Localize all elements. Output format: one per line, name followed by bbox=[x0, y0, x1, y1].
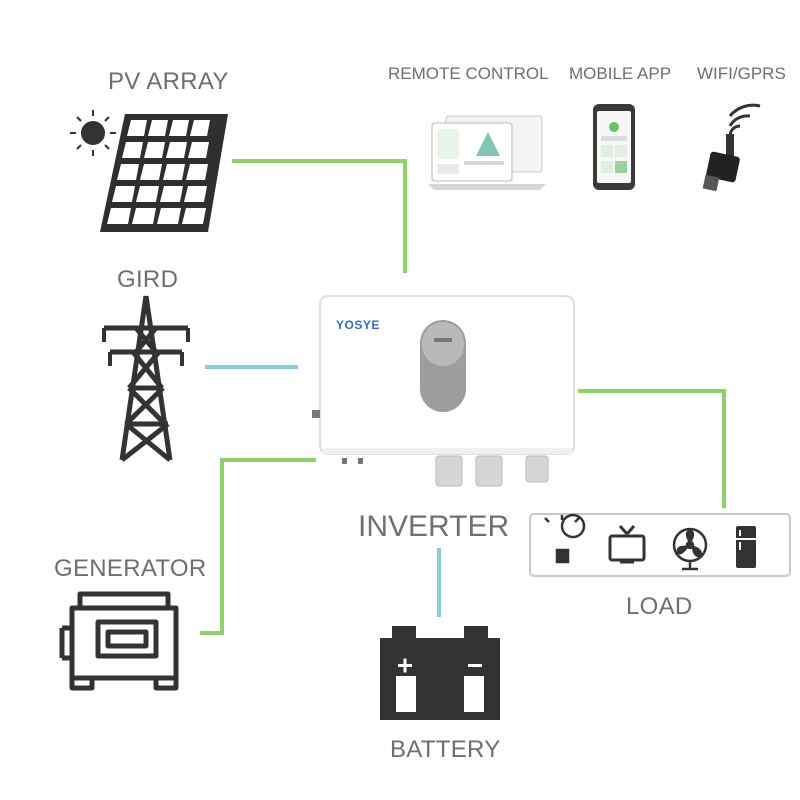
pv-to-inverter-line bbox=[232, 159, 407, 273]
mobile-app-label: MOBILE APP bbox=[569, 64, 672, 83]
load-label: LOAD bbox=[626, 593, 693, 620]
wifi-signal-icon bbox=[728, 103, 761, 137]
sun-icon bbox=[70, 110, 116, 156]
inverter-unit bbox=[312, 295, 575, 487]
generator-icon bbox=[59, 591, 179, 691]
transmission-tower-icon bbox=[102, 295, 190, 462]
generator-to-inverter-line bbox=[200, 458, 316, 635]
inverter-brand-logo: YOSYE bbox=[336, 318, 380, 332]
fridge-icon bbox=[736, 526, 756, 568]
remote-control-label: REMOTE CONTROL bbox=[388, 64, 549, 83]
pv-array-label: PV ARRAY bbox=[108, 68, 229, 95]
light-bulb-icon bbox=[544, 513, 586, 564]
inverter-to-load-line bbox=[578, 389, 726, 508]
battery-label: BATTERY bbox=[390, 736, 501, 763]
wifi-dongle-icon bbox=[702, 103, 761, 192]
generator-label: GENERATOR bbox=[54, 555, 207, 582]
solar-panel-icon bbox=[70, 110, 228, 232]
load-panel bbox=[529, 513, 791, 577]
tv-icon bbox=[608, 525, 646, 564]
wifi-gprs-label: WIFI/GPRS bbox=[697, 64, 786, 83]
inverter-label: INVERTER bbox=[358, 510, 510, 543]
fan-icon bbox=[672, 527, 708, 571]
laptop-icon bbox=[428, 115, 546, 190]
battery-icon bbox=[380, 626, 500, 720]
grid-label: GIRD bbox=[117, 266, 179, 293]
smartphone-icon bbox=[593, 104, 635, 190]
